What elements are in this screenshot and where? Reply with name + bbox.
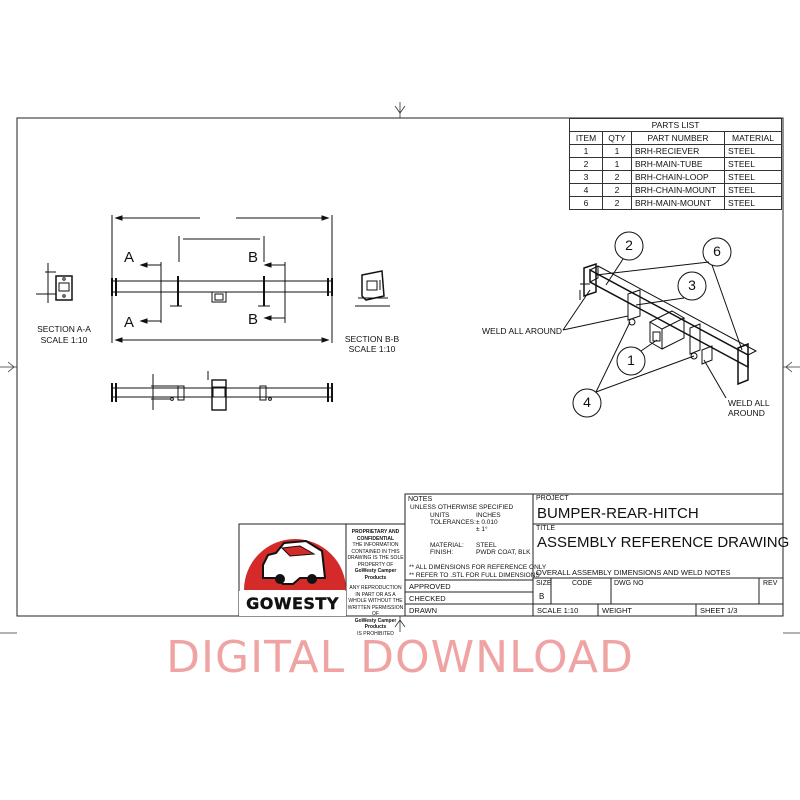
checked-label: CHECKED <box>409 594 446 603</box>
cell-part-number: BRH-MAIN-MOUNT <box>631 196 725 210</box>
section-aa-view <box>36 263 73 303</box>
cell-material: STEEL <box>724 144 782 158</box>
notes-finish-value: PWDR COAT, BLK <box>476 549 531 556</box>
col-item: ITEM <box>569 131 603 145</box>
col-part-number: PART NUMBER <box>631 131 725 145</box>
proprietary-text-1: THE INFORMATION CONTAINED IN THIS DRAWIN… <box>347 542 404 568</box>
drawing-title: ASSEMBLY REFERENCE DRAWING <box>537 534 790 551</box>
title-block-lines <box>238 493 784 617</box>
proprietary-title: PROPRIETARY AND CONFIDENTIAL <box>351 529 400 542</box>
table-row: 1 1 BRH-RECIEVER STEEL <box>569 144 782 158</box>
cell-part-number: BRH-MAIN-TUBE <box>631 157 725 171</box>
project-name: BUMPER-REAR-HITCH <box>537 505 699 522</box>
cell-item: 1 <box>569 144 603 158</box>
cell-part-number: BRH-CHAIN-LOOP <box>631 170 725 184</box>
parts-list-title: PARTS LIST <box>569 118 782 132</box>
title-label: TITLE <box>536 525 556 532</box>
section-bb-title: SECTION B-B <box>344 334 400 344</box>
proprietary-notice: PROPRIETARY AND CONFIDENTIAL THE INFORMA… <box>347 529 404 637</box>
section-bb-scale: SCALE 1:10 <box>348 344 396 354</box>
cell-item: 3 <box>569 170 603 184</box>
code-label: CODE <box>572 580 593 587</box>
rev-label: REV <box>763 580 778 587</box>
cell-qty: 2 <box>602 183 632 197</box>
cell-item: 6 <box>569 196 603 210</box>
section-bb-view <box>355 270 390 307</box>
dwg-no-label: DWG NO <box>614 580 644 587</box>
notes-material-label: MATERIAL: <box>430 542 464 549</box>
parts-list-table: PARTS LIST ITEM QTY PART NUMBER MATERIAL… <box>569 118 782 210</box>
col-material: MATERIAL <box>724 131 782 145</box>
col-qty: QTY <box>602 131 632 145</box>
isometric-view <box>562 231 758 418</box>
weld-note-right-2: AROUND <box>728 408 765 418</box>
digital-download-banner: DIGITAL DOWNLOAD <box>166 632 634 683</box>
size-value: B <box>539 592 545 601</box>
notes-tol1: ± 0.010 <box>476 519 498 526</box>
cell-part-number: BRH-RECIEVER <box>631 144 725 158</box>
sheet-value: SHEET 1/3 <box>700 606 738 615</box>
balloon-1: 1 <box>627 352 635 368</box>
notes-tol2: ± 1° <box>476 526 488 533</box>
balloon-3: 3 <box>688 277 696 293</box>
notes-line1: UNLESS OTHERWISE SPECIFIED <box>410 504 514 511</box>
notes-tolerances-label: TOLERANCES: <box>430 519 476 526</box>
section-marker-b-bottom: B <box>248 311 259 328</box>
size-label: SIZE <box>536 580 552 587</box>
proprietary-text-2: ANY REPRODUCTION IN PART OR AS A WHOLE W… <box>347 585 404 617</box>
drawing-subtitle: OVERALL ASSEMBLY DIMENSIONS AND WELD NOT… <box>536 568 731 577</box>
top-view <box>111 371 333 411</box>
approved-label: APPROVED <box>409 582 451 591</box>
cell-material: STEEL <box>724 157 782 171</box>
cell-qty: 1 <box>602 144 632 158</box>
notes-material-value: STEEL <box>476 542 497 549</box>
cell-item: 4 <box>569 183 603 197</box>
cell-material: STEEL <box>724 170 782 184</box>
notes-units-value: INCHES <box>476 512 501 519</box>
cell-qty: 2 <box>602 170 632 184</box>
balloon-2: 2 <box>625 237 633 253</box>
proprietary-company-2: GoWesty Camper Products <box>354 617 397 631</box>
notes-ref2: ** REFER TO .STL FOR FULL DIMENSIONS <box>409 572 540 579</box>
notes-title: NOTES <box>408 496 433 503</box>
notes-ref1: ** ALL DIMENSIONS FOR REFERENCE ONLY <box>409 564 547 571</box>
section-marker-b-top: B <box>248 249 259 266</box>
cell-qty: 2 <box>602 196 632 210</box>
balloon-4: 4 <box>583 394 591 410</box>
logo-wordmark: GOWESTY <box>246 594 339 613</box>
table-row: 3 2 BRH-CHAIN-LOOP STEEL <box>569 170 782 184</box>
section-marker-a-bottom: A <box>124 314 135 331</box>
balloon-6: 6 <box>713 243 721 259</box>
section-marker-a-top: A <box>124 249 135 266</box>
table-row: 2 1 BRH-MAIN-TUBE STEEL <box>569 157 782 171</box>
project-label: PROJECT <box>536 495 569 502</box>
section-aa-scale: SCALE 1:10 <box>40 335 88 345</box>
weld-note-left: WELD ALL AROUND <box>482 326 562 336</box>
cell-material: STEEL <box>724 196 782 210</box>
weld-note-right-1: WELD ALL <box>728 398 770 408</box>
cell-item: 2 <box>569 157 603 171</box>
notes-units-label: UNITS <box>430 512 450 519</box>
cell-part-number: BRH-CHAIN-MOUNT <box>631 183 725 197</box>
proprietary-company-1: GoWesty Camper Products <box>354 568 397 581</box>
front-view <box>111 215 333 343</box>
notes-finish-label: FINISH: <box>430 549 454 556</box>
weight-label: WEIGHT <box>602 606 632 615</box>
table-row: 6 2 BRH-MAIN-MOUNT STEEL <box>569 196 782 210</box>
proprietary-text-3: IS PROHIBITED <box>357 630 394 637</box>
cell-qty: 1 <box>602 157 632 171</box>
drawn-label: DRAWN <box>409 606 438 615</box>
gowesty-logo <box>239 539 346 616</box>
table-row: 4 2 BRH-CHAIN-MOUNT STEEL <box>569 183 782 197</box>
scale-value: SCALE 1:10 <box>537 606 579 615</box>
cell-material: STEEL <box>724 183 782 197</box>
section-aa-title: SECTION A-A <box>37 324 91 334</box>
